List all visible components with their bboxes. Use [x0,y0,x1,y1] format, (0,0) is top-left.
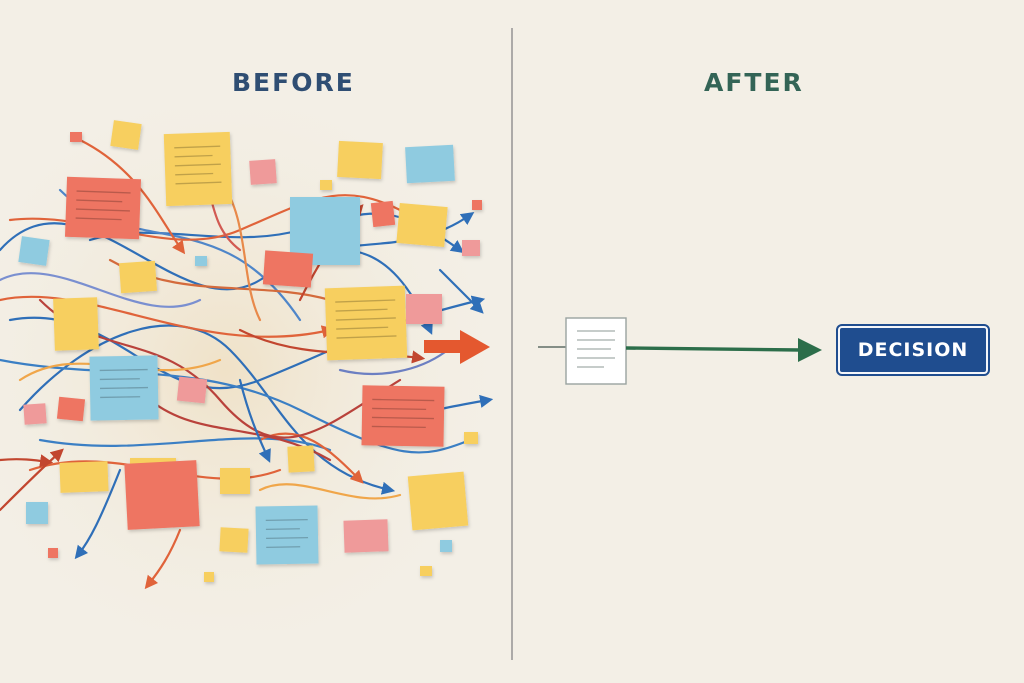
sticky-note [219,527,249,553]
decision-box: DECISION [836,324,990,376]
sticky-note [361,385,445,447]
sticky-note [464,432,478,444]
sticky-note [118,260,158,294]
sticky-note [53,297,99,351]
sticky-note [472,200,482,210]
after-heading: AFTER [704,68,804,97]
sticky-note [204,572,214,582]
sticky-note [255,505,319,565]
sticky-notes [18,120,482,582]
sticky-note [343,519,389,553]
sticky-note [249,159,277,185]
sticky-note [396,202,448,248]
sticky-note [59,461,109,493]
sticky-note [320,180,332,190]
sticky-note [406,294,442,324]
sticky-note [195,256,207,266]
sticky-note [287,445,315,473]
sticky-note [176,376,208,404]
sticky-note [220,468,250,494]
sticky-note [420,566,432,576]
document-icon [565,317,627,385]
orange-exit-arrow [424,330,490,364]
sticky-note [110,120,142,150]
straight-arrow-icon [625,338,822,362]
before-heading: BEFORE [232,68,355,97]
sticky-note [407,471,469,531]
sticky-note [48,548,58,558]
sticky-note [64,176,142,240]
sticky-note [23,403,47,425]
sticky-note [18,236,50,266]
sticky-note [56,396,86,422]
sticky-note [26,502,48,524]
sticky-note [89,355,159,421]
sticky-note [262,250,314,288]
sticky-note [405,144,455,184]
sticky-note [124,460,200,530]
sticky-note [337,140,383,180]
sticky-note [462,240,480,256]
sticky-note [324,285,408,361]
sticky-note [370,200,396,228]
sticky-note [163,131,233,207]
sticky-note [440,540,452,552]
sticky-note [70,132,82,142]
